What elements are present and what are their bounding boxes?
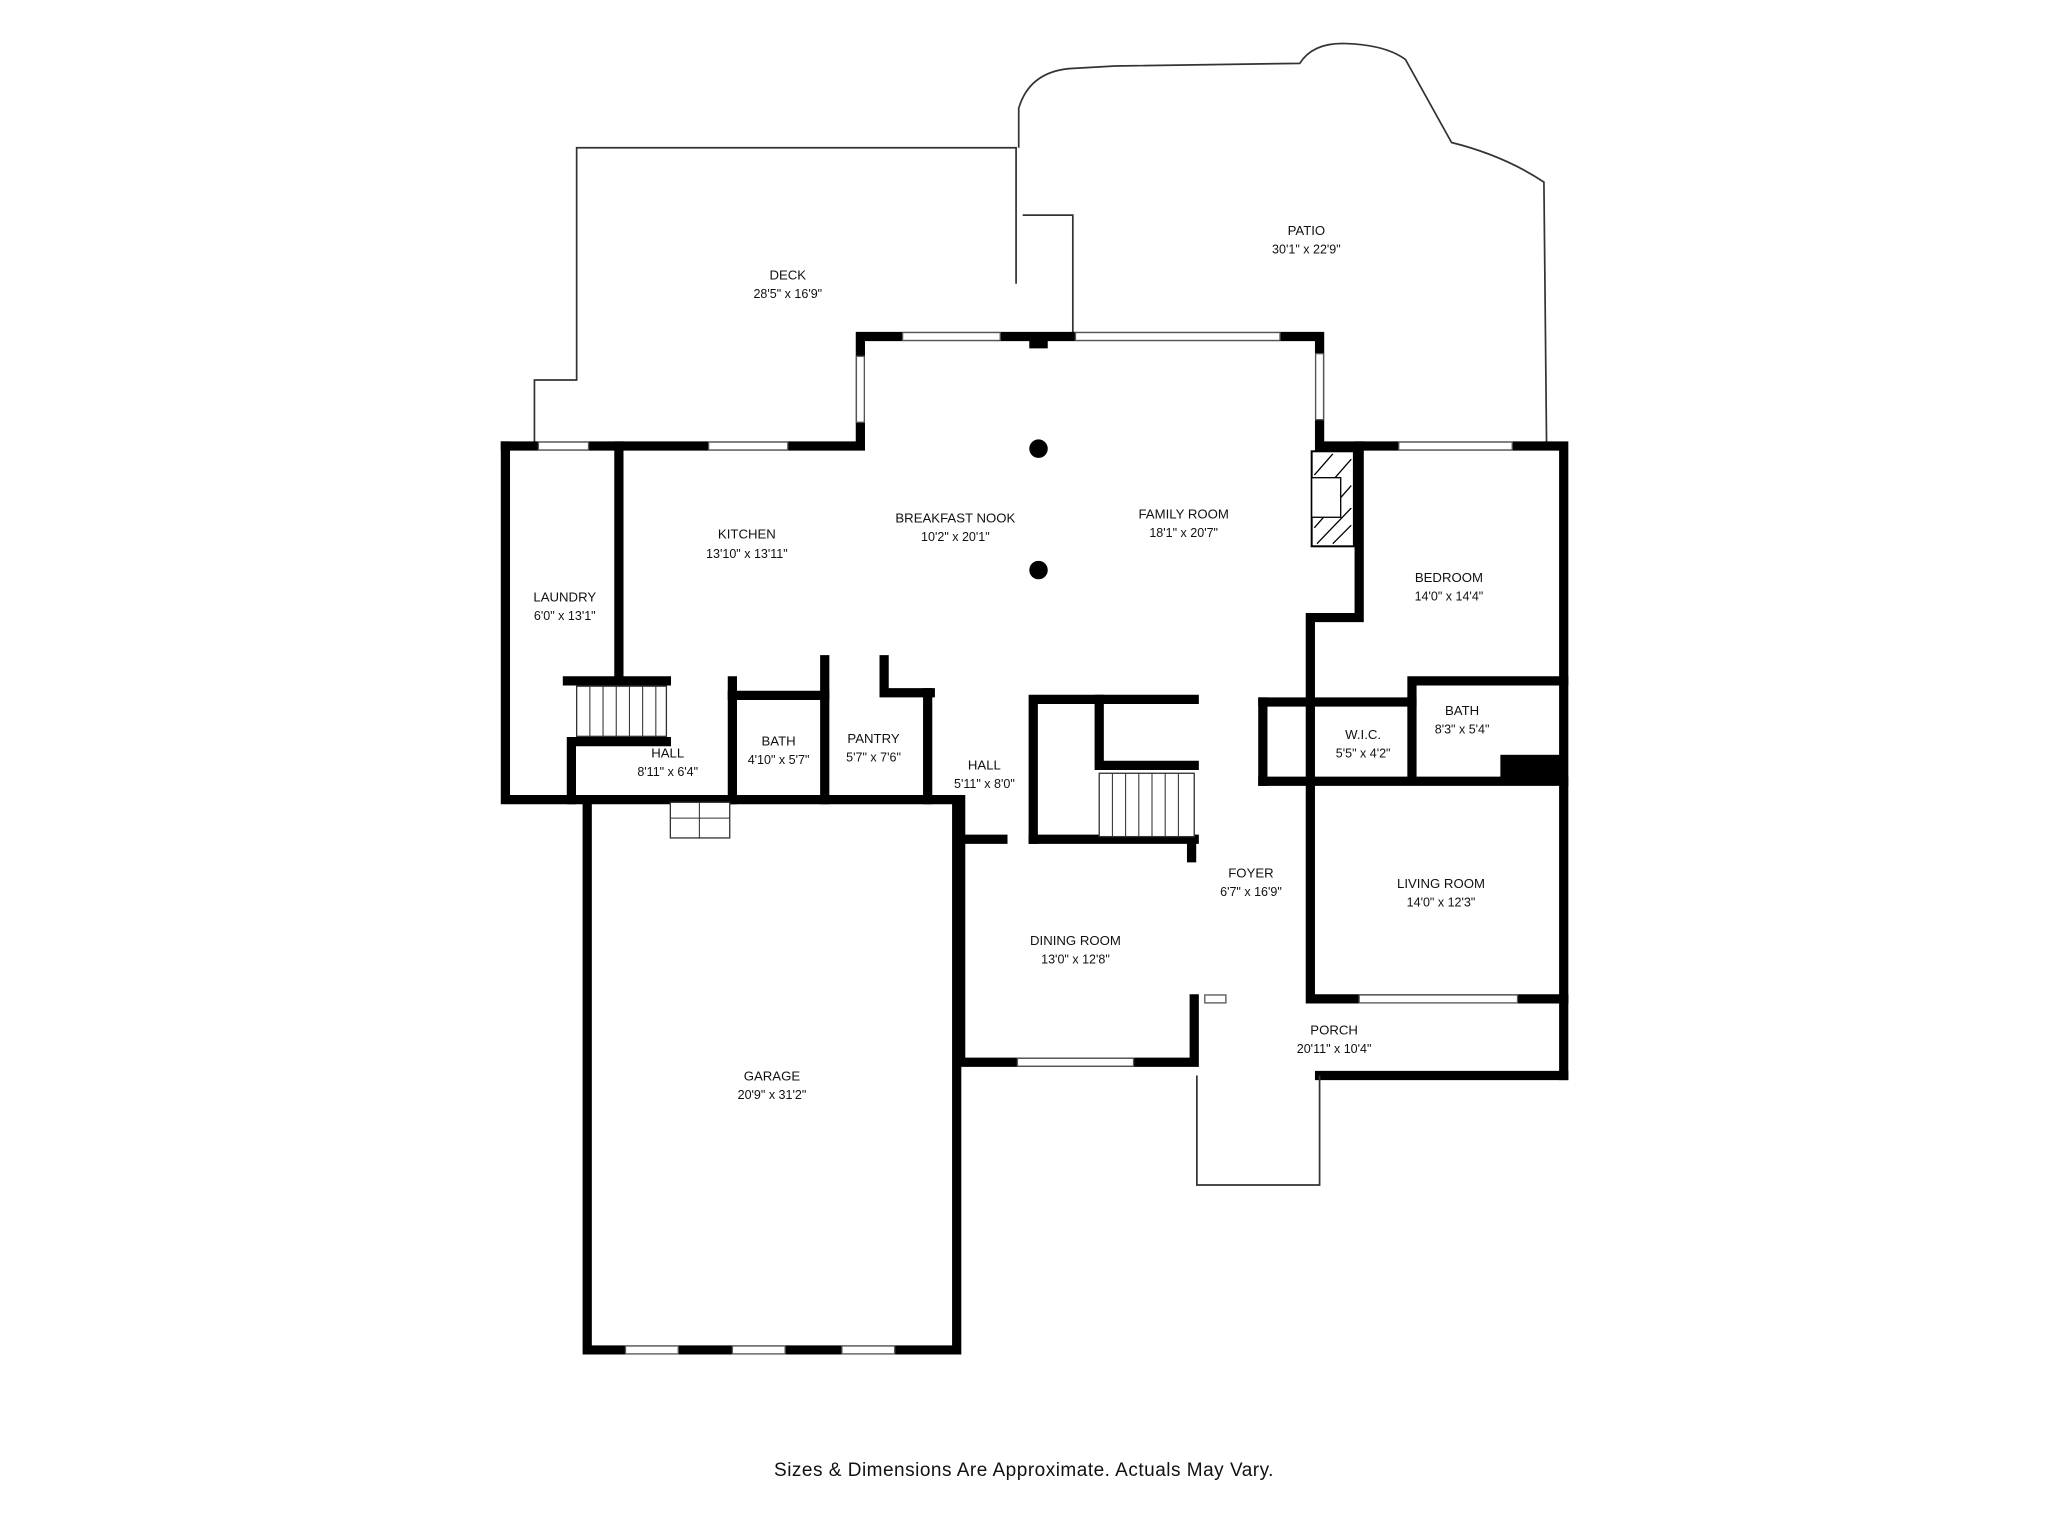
room-name: DECK bbox=[769, 268, 806, 283]
room-wic: W.I.C. 5'5" x 4'2" bbox=[1336, 727, 1391, 760]
room-dims: 20'11" x 10'4" bbox=[1297, 1042, 1372, 1056]
disclaimer-text: Sizes & Dimensions Are Approximate. Actu… bbox=[774, 1460, 1274, 1481]
room-name: FOYER bbox=[1228, 866, 1273, 881]
room-name: PATIO bbox=[1288, 223, 1326, 238]
room-laundry: LAUNDRY 6'0" x 13'1" bbox=[533, 590, 596, 623]
room-bath-2: BATH 8'3" x 5'4" bbox=[1435, 703, 1490, 736]
room-dims: 4'10" x 5'7" bbox=[748, 753, 810, 767]
room-dims: 20'9" x 31'2" bbox=[738, 1088, 807, 1102]
room-living-room: LIVING ROOM 14'0" x 12'3" bbox=[1397, 876, 1485, 909]
room-name: BEDROOM bbox=[1415, 570, 1483, 585]
room-foyer: FOYER 6'7" x 16'9" bbox=[1220, 866, 1282, 899]
room-breakfast-nook: BREAKFAST NOOK 10'2" x 20'1" bbox=[895, 511, 1015, 544]
column bbox=[1029, 439, 1048, 458]
room-dims: 28'5" x 16'9" bbox=[753, 287, 822, 301]
walls bbox=[500, 331, 1569, 1355]
room-name: BATH bbox=[761, 734, 795, 749]
room-name: LIVING ROOM bbox=[1397, 876, 1485, 891]
room-dims: 8'3" x 5'4" bbox=[1435, 723, 1490, 737]
room-dims: 14'0" x 14'4" bbox=[1415, 589, 1484, 603]
garage-steps bbox=[669, 801, 731, 839]
room-name: PORCH bbox=[1310, 1023, 1358, 1038]
column bbox=[1029, 560, 1048, 580]
room-dims: 13'0" x 12'8" bbox=[1041, 952, 1110, 966]
room-name: FAMILY ROOM bbox=[1138, 507, 1228, 522]
room-hall-2: HALL 5'11" x 8'0" bbox=[954, 757, 1015, 790]
room-dims: 5'7" x 7'6" bbox=[846, 750, 901, 764]
staircase bbox=[1098, 772, 1195, 838]
room-garage: GARAGE 20'9" x 31'2" bbox=[738, 1069, 807, 1102]
room-deck: DECK 28'5" x 16'9" bbox=[753, 268, 822, 301]
room-name: KITCHEN bbox=[718, 526, 776, 541]
room-name: BREAKFAST NOOK bbox=[895, 511, 1015, 526]
room-dims: 8'11" x 6'4" bbox=[637, 765, 698, 779]
room-dims: 18'1" x 20'7" bbox=[1149, 526, 1218, 540]
staircase bbox=[576, 685, 668, 737]
fireplace bbox=[1310, 450, 1355, 548]
porch-walkway bbox=[1196, 1075, 1321, 1186]
room-name: W.I.C. bbox=[1345, 727, 1381, 742]
room-hall: HALL 8'11" x 6'4" bbox=[637, 745, 698, 778]
room-family-room: FAMILY ROOM 18'1" x 20'7" bbox=[1138, 507, 1228, 540]
room-patio: PATIO 30'1" x 22'9" bbox=[1272, 223, 1341, 256]
room-porch: PORCH 20'11" x 10'4" bbox=[1297, 1023, 1372, 1056]
room-dims: 30'1" x 22'9" bbox=[1272, 242, 1341, 256]
room-dining-room: DINING ROOM 13'0" x 12'8" bbox=[1030, 933, 1121, 966]
windows bbox=[537, 331, 1519, 1355]
room-name: BATH bbox=[1445, 703, 1479, 718]
room-dims: 13'10" x 13'11" bbox=[706, 547, 788, 561]
room-dims: 6'0" x 13'1" bbox=[534, 609, 596, 623]
deck-outline bbox=[533, 146, 1074, 447]
room-dims: 6'7" x 16'9" bbox=[1220, 885, 1282, 899]
room-name: HALL bbox=[968, 757, 1001, 772]
room-dims: 14'0" x 12'3" bbox=[1407, 896, 1476, 910]
room-name: GARAGE bbox=[744, 1069, 801, 1084]
room-pantry: PANTRY 5'7" x 7'6" bbox=[846, 731, 901, 764]
room-name: LAUNDRY bbox=[533, 590, 596, 605]
room-bedroom: BEDROOM 14'0" x 14'4" bbox=[1415, 570, 1484, 603]
room-dims: 10'2" x 20'1" bbox=[921, 530, 990, 544]
room-name: DINING ROOM bbox=[1030, 933, 1121, 948]
room-kitchen: KITCHEN 13'10" x 13'11" bbox=[706, 526, 788, 561]
room-dims: 5'5" x 4'2" bbox=[1336, 746, 1391, 760]
room-bath: BATH 4'10" x 5'7" bbox=[748, 734, 810, 767]
patio-outline bbox=[1017, 42, 1548, 444]
room-dims: 5'11" x 8'0" bbox=[954, 777, 1015, 791]
room-name: HALL bbox=[651, 745, 684, 760]
room-name: PANTRY bbox=[847, 731, 899, 746]
